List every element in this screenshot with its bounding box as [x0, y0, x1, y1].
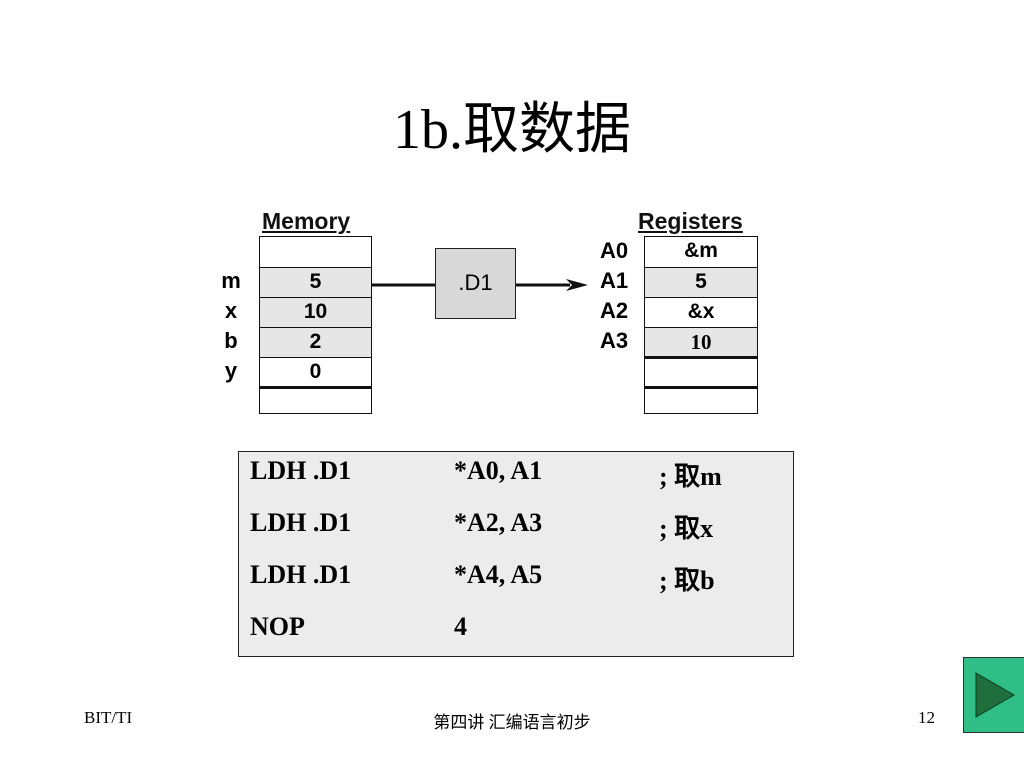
footer-center: 第四讲 汇编语言初步	[433, 713, 591, 732]
code-args: *A2, A3	[454, 508, 543, 537]
memory-table: 5 10 2 0	[259, 236, 372, 414]
slide-title: 1b.取数据	[393, 99, 631, 161]
code-args: 4	[454, 612, 467, 641]
register-cell-a3: 10	[645, 327, 757, 359]
data-path-arrows	[372, 279, 588, 291]
code-line: NOP 4	[239, 612, 793, 652]
memory-cell-b: 2	[260, 327, 371, 357]
next-slide-button[interactable]	[963, 657, 1024, 733]
register-label-a0: A0	[600, 238, 629, 263]
registers-title: Registers	[638, 208, 743, 234]
code-comment: ; 取m	[659, 462, 722, 491]
registers-table: &m 5 &x 10	[644, 236, 758, 414]
code-op: NOP	[250, 612, 305, 641]
memory-cell-y: 0	[260, 357, 371, 389]
memory-label-x: x	[224, 298, 238, 323]
play-next-icon	[975, 672, 1015, 718]
register-cell-a2: &x	[645, 297, 757, 327]
footer-left: BIT/TI	[84, 708, 133, 727]
code-line: LDH .D1 *A2, A3 ; 取x	[239, 508, 793, 548]
memory-cell-m: 5	[260, 267, 371, 297]
register-cell-a1: 5	[645, 267, 757, 297]
page-number: 12	[918, 708, 935, 727]
register-cell-empty	[645, 357, 757, 389]
register-label-a2: A2	[600, 298, 629, 323]
code-line: LDH .D1 *A0, A1 ; 取m	[239, 456, 793, 496]
code-op: LDH .D1	[250, 560, 352, 589]
functional-unit-d1: .D1	[435, 248, 516, 319]
arrowhead-icon	[566, 279, 588, 291]
memory-cell-x: 10	[260, 297, 371, 327]
code-block: LDH .D1 *A0, A1 ; 取m LDH .D1 *A2, A3 ; 取…	[238, 451, 794, 657]
register-label-a3: A3	[600, 328, 629, 353]
code-op: LDH .D1	[250, 508, 352, 537]
code-args: *A4, A5	[454, 560, 543, 589]
code-line: LDH .D1 *A4, A5 ; 取b	[239, 560, 793, 600]
memory-label-m: m	[221, 268, 241, 293]
register-label-a1: A1	[600, 268, 629, 293]
code-op: LDH .D1	[250, 456, 352, 485]
memory-label-y: y	[224, 358, 238, 383]
code-comment: ; 取b	[659, 566, 715, 595]
code-comment: ; 取x	[659, 514, 714, 543]
memory-label-b: b	[224, 328, 238, 353]
register-cell-a0: &m	[684, 239, 718, 262]
memory-title: Memory	[262, 208, 351, 234]
code-args: *A0, A1	[454, 456, 543, 485]
